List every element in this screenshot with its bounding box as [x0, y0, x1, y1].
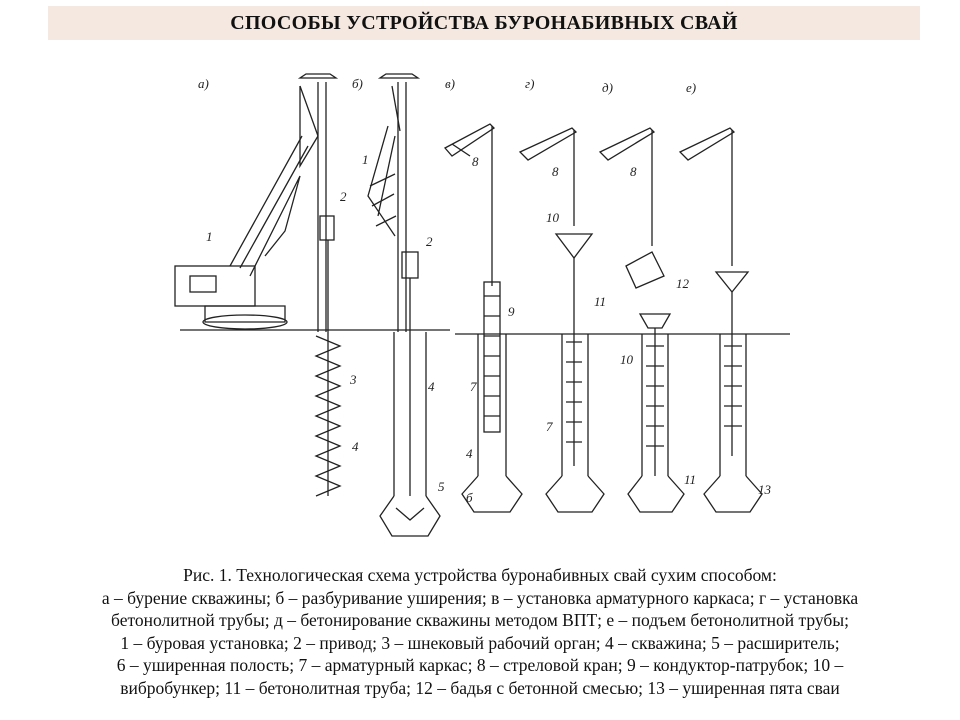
part-number-8-g: 8 [552, 164, 559, 179]
part-number-11-g: 11 [594, 294, 606, 309]
stage-label-d: д) [602, 80, 613, 95]
caption-line: бетонолитной трубы; д – бетонирование ск… [111, 610, 849, 631]
part-number-9: 9 [508, 304, 515, 319]
crane-e [678, 127, 763, 513]
stage-label-b: б) [352, 76, 363, 91]
part-number-7-g: 7 [546, 419, 553, 434]
caption-line: Рис. 1. Технологическая схема устройства… [183, 565, 777, 585]
crane-v [443, 123, 523, 513]
figure-caption: Рис. 1. Технологическая схема устройства… [8, 564, 952, 700]
part-number-1-b: 1 [362, 152, 369, 167]
stage-label-v: в) [445, 76, 455, 91]
part-number-1-a: 1 [206, 229, 213, 244]
part-number-8-v: 8 [472, 154, 479, 169]
part-number-10-d: 10 [620, 352, 634, 367]
part-number-7-v: 7 [470, 379, 477, 394]
caption-line: 6 – уширенная полость; 7 – арматурный ка… [116, 655, 844, 676]
stage-label-e: е) [686, 80, 696, 95]
stage-label-a: а) [198, 76, 209, 91]
caption-line: 1 – буровая установка; 2 – привод; 3 – ш… [120, 632, 840, 653]
part-number-2-a: 2 [340, 189, 347, 204]
part-number-11-d: 11 [684, 472, 696, 487]
caption-line: а – бурение скважины; б – разбуривание у… [101, 587, 859, 608]
part-number-12: 12 [676, 276, 690, 291]
crane-d [598, 127, 685, 513]
part-number-4-v: 4 [466, 446, 473, 461]
part-number-5: 5 [438, 479, 445, 494]
part-number-6: б [466, 490, 473, 505]
technological-scheme: а) б) в) г) д) е) 1 2 3 4 1 2 4 5 8 9 7 … [174, 73, 790, 537]
drilling-rig-a [174, 73, 342, 497]
drilling-rig-b [367, 73, 441, 537]
part-number-8-d: 8 [630, 164, 637, 179]
caption-line: вибробункер; 11 – бетонолитная труба; 12… [120, 677, 840, 698]
stage-label-g: г) [525, 76, 534, 91]
part-number-3: 3 [349, 372, 357, 387]
part-number-13: 13 [758, 482, 772, 497]
part-number-4-a: 4 [352, 439, 359, 454]
slide-title: СПОСОБЫ УСТРОЙСТВА БУРОНАБИВНЫХ СВАЙ [230, 11, 738, 34]
crane-g [518, 127, 605, 513]
part-number-4-b: 4 [428, 379, 435, 394]
part-number-10-g: 10 [546, 210, 560, 225]
part-number-2-b: 2 [426, 234, 433, 249]
title-bar: СПОСОБЫ УСТРОЙСТВА БУРОНАБИВНЫХ СВАЙ [48, 6, 920, 40]
